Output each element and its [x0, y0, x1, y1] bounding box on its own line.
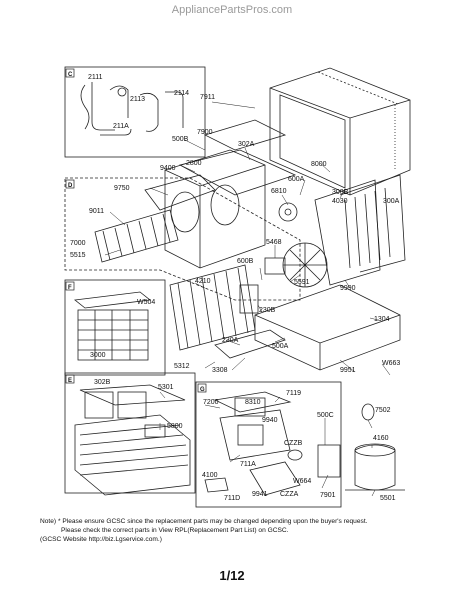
- part-label-1304: 1304: [374, 316, 390, 323]
- part-label-300b: 300B: [332, 189, 349, 196]
- part-label-8310: 8310: [245, 399, 261, 406]
- part-label-5591: 5591: [294, 279, 310, 286]
- part-label-6810: 6810: [271, 188, 287, 195]
- part-label-7119: 7119: [286, 390, 301, 397]
- part-label-w663: W663: [382, 360, 400, 367]
- part-label-2800: 2800: [186, 160, 202, 167]
- section-g-box: [195, 381, 342, 508]
- note-line-3: (GCSC Website http://biz.Lgservice.com.): [40, 536, 162, 543]
- tubing-assembly-drawing: [80, 82, 184, 136]
- part-label-8000: 8000: [311, 161, 327, 168]
- part-label-4030: 4030: [332, 198, 348, 205]
- part-label-302b: 302B: [94, 379, 111, 386]
- part-label-4100: 4100: [202, 472, 218, 479]
- part-label-211a: 211A: [113, 123, 129, 130]
- note-line-1: Note) * Please ensure GCSC since the rep…: [40, 518, 368, 525]
- part-label-5301: 5301: [158, 384, 174, 391]
- part-label-3000: 3000: [90, 352, 106, 359]
- section-marker-e: E: [68, 378, 72, 384]
- section-f-box: [64, 279, 166, 376]
- part-label-7200: 7200: [203, 399, 219, 406]
- part-label-3308: 3308: [212, 367, 228, 374]
- part-label-5515: 5515: [70, 252, 86, 259]
- part-label-7502: 7502: [375, 407, 391, 414]
- blower-housing-drawing: [144, 149, 266, 269]
- part-label-500c: 500C: [317, 412, 334, 419]
- part-label-9941: 9941: [252, 491, 268, 498]
- part-label-czzb: CZZB: [284, 440, 303, 447]
- base-pan-drawing: [214, 284, 401, 371]
- replacement-parts-note: Note) * Please ensure GCSC since the rep…: [40, 517, 440, 544]
- section-marker-f: F: [68, 285, 72, 291]
- part-label-5800: 5800: [167, 423, 183, 430]
- part-label-9940: 9940: [262, 417, 278, 424]
- part-label-9951: 9951: [340, 367, 356, 374]
- cabinet-sleeve-drawing: [269, 67, 411, 196]
- part-label-2114: 2114: [174, 90, 189, 97]
- air-filter-drawing: [74, 291, 151, 361]
- cross-flow-fan-drawing: [94, 209, 179, 263]
- part-label-4160: 4160: [373, 435, 389, 442]
- shroud-and-condenser-drawing: [314, 174, 406, 286]
- part-label-2113: 2113: [130, 96, 145, 103]
- part-label-czza: CZZA: [280, 491, 299, 498]
- part-label-w664: W664: [293, 478, 311, 485]
- part-label-9990: 9990: [340, 285, 356, 292]
- section-d-box: [64, 177, 301, 301]
- part-label-300a: 300A: [383, 198, 400, 205]
- part-label-5312: 5312: [174, 363, 190, 370]
- section-marker-d: D: [68, 183, 73, 189]
- control-box-drawing: [204, 391, 303, 496]
- part-label-5501: 5501: [380, 495, 396, 502]
- part-label-9011: 9011: [89, 208, 104, 215]
- part-label-711d: 711D: [224, 495, 240, 502]
- part-label-7911: 7911: [200, 94, 215, 101]
- part-label-5468: 5468: [266, 239, 282, 246]
- watermark-text: AppliancePartsPros.com: [171, 4, 293, 16]
- part-label-711a: 711A: [240, 461, 256, 468]
- part-label-w504: W504: [137, 299, 155, 306]
- top-frame-drawing: [178, 119, 297, 196]
- leader-lines: [104, 101, 391, 497]
- part-label-2111: 2111: [88, 74, 103, 81]
- part-label-230b: 230B: [259, 307, 276, 314]
- section-marker-c: C: [68, 72, 73, 78]
- part-label-302a: 302A: [238, 141, 255, 148]
- section-c-box: [64, 66, 206, 158]
- part-label-500b: 500B: [172, 136, 189, 143]
- part-label-9400: 9400: [160, 165, 176, 172]
- note-line-2: Please check the correct parts in View R…: [61, 527, 289, 534]
- part-label-600a: 600A: [288, 176, 305, 183]
- part-label-500a: 500A: [272, 343, 289, 350]
- section-marker-g: G: [200, 387, 205, 393]
- part-label-4210: 4210: [195, 278, 211, 285]
- part-label-7000: 7000: [70, 240, 86, 247]
- section-e-box: [64, 372, 196, 494]
- page-number: 1/12: [219, 568, 245, 583]
- part-label-7900: 7900: [197, 129, 213, 136]
- part-label-7901: 7901: [320, 492, 336, 499]
- part-label-230a: 230A: [222, 337, 239, 344]
- part-label-600b: 600B: [237, 258, 254, 265]
- front-grille-drawing: [74, 384, 191, 496]
- part-label-9750: 9750: [114, 185, 130, 192]
